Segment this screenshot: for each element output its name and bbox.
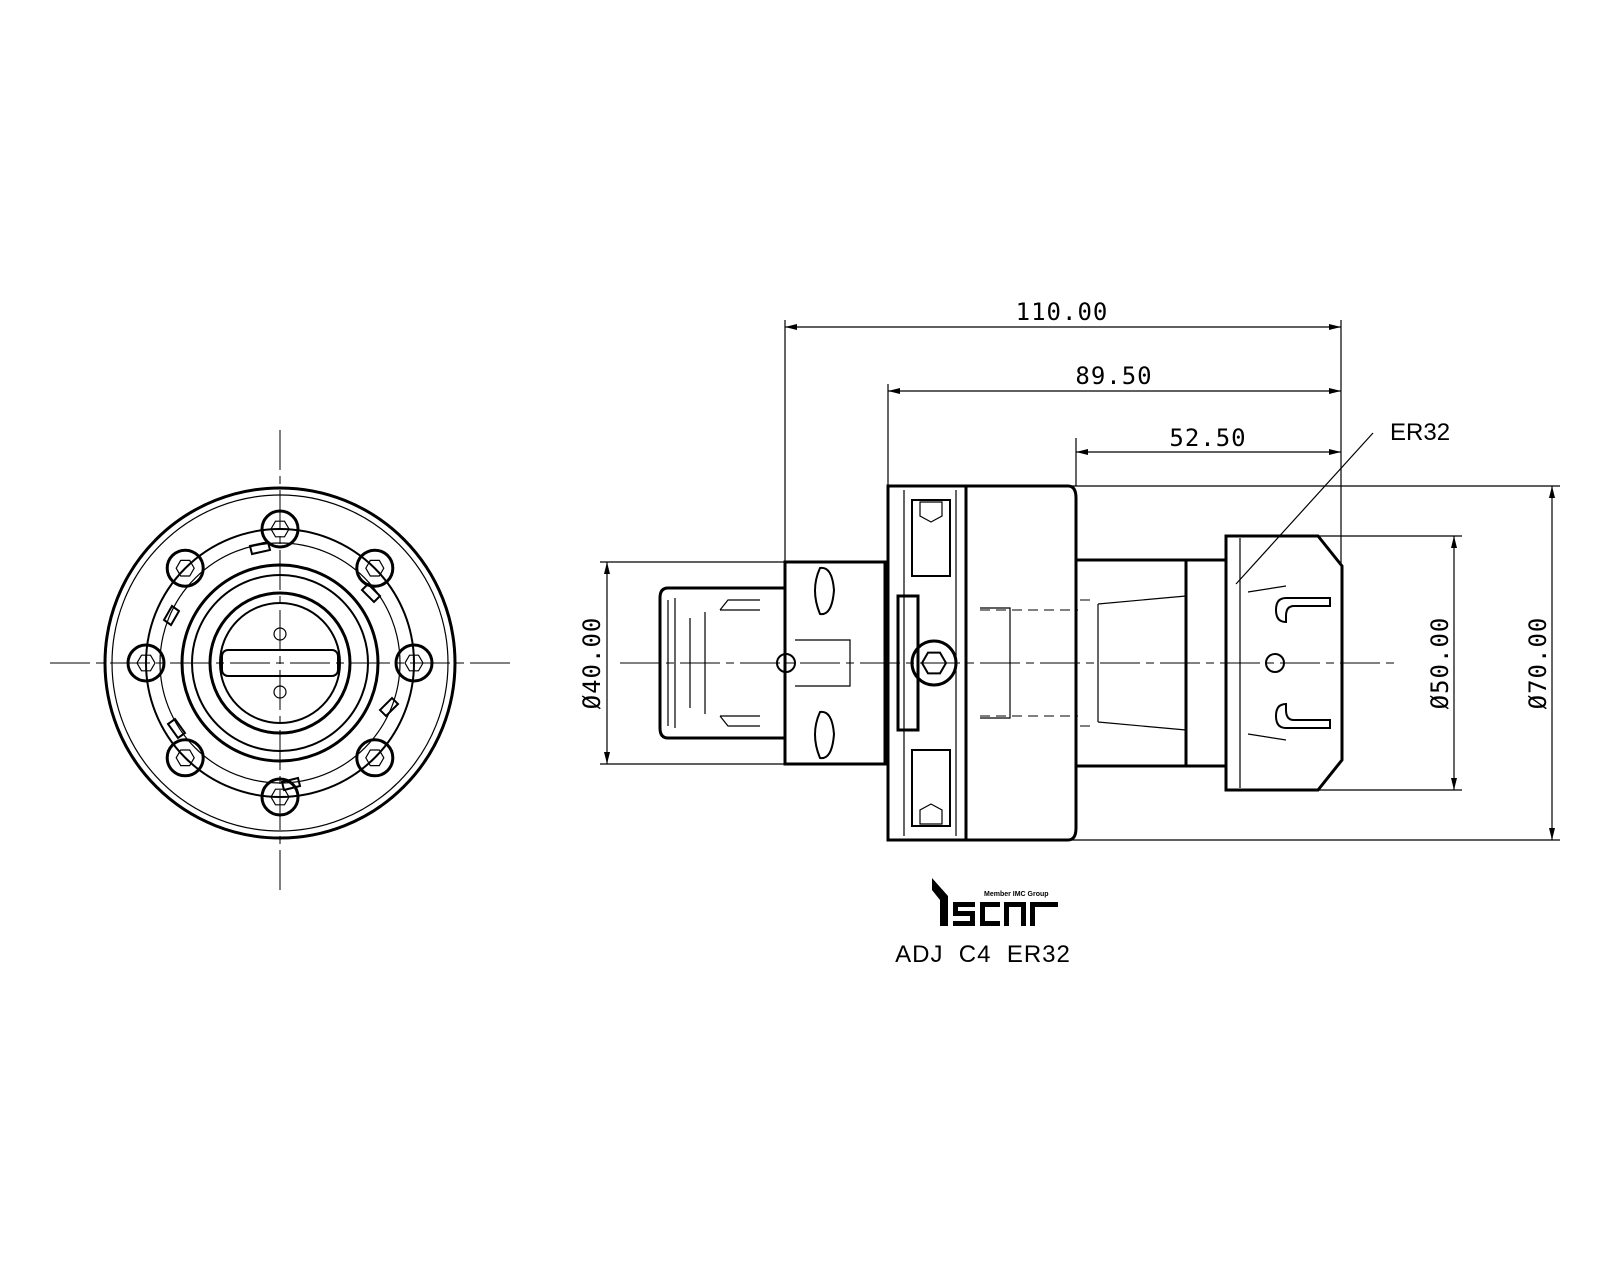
bolt-hole (165, 548, 205, 588)
iscar-logo: Member IMC Group (932, 878, 1058, 926)
logo-mark-i (932, 878, 948, 926)
flange-bolt-bottom (911, 749, 951, 827)
part-code: ADJ C4 ER32 (895, 941, 1071, 968)
adjustment-slot (221, 649, 339, 677)
er32-leader (1235, 432, 1374, 585)
dimensions: 110.00 89.50 52.50 ER32 Ø40.00 Ø50.00 Ø7… (578, 298, 1560, 841)
shank-detail (689, 599, 760, 727)
neck-taper (1097, 595, 1187, 731)
flange-bolt-top (911, 499, 951, 577)
body-hidden-lines (980, 599, 1090, 727)
bore-circle (208, 591, 352, 735)
slot-screw-bottom (273, 685, 287, 699)
body-circle (180, 563, 380, 763)
bolt-hole (394, 643, 434, 683)
flange-bolt-bottom-head (919, 803, 943, 825)
center-screw (910, 639, 958, 687)
nut-detail (1247, 585, 1287, 741)
bolt-hole (355, 738, 395, 778)
side-view (620, 484, 1400, 842)
bolt-hole (165, 738, 205, 778)
logo-tagline: Member IMC Group (984, 891, 1049, 898)
logo-letter-r (1030, 902, 1058, 926)
slot-screw-top (273, 627, 287, 641)
inner-ring-circle (159, 542, 401, 784)
logo-letter-c (980, 902, 1000, 926)
nut-circle (191, 574, 369, 752)
logo-letter-s (953, 902, 975, 926)
wing-top (814, 566, 836, 616)
dim-overall-length: 110.00 (1016, 298, 1109, 326)
bolt-hole (260, 509, 300, 549)
flange-outer-circle (103, 486, 457, 840)
wing-bottom (814, 710, 836, 760)
center-screw-hex (920, 651, 948, 675)
flange-bolt-top-head (919, 501, 943, 523)
dim-shank-diameter: Ø40.00 (578, 617, 606, 710)
bolt-holes (126, 509, 434, 817)
shank (658, 586, 787, 740)
dim-flange-to-end: 89.50 (1075, 362, 1152, 390)
nut-slot-bottom (1274, 702, 1331, 729)
shank-grooves (667, 598, 676, 728)
clamp-tabs (162, 540, 400, 792)
bore-inner-circle (219, 602, 341, 724)
dim-body-diameter: Ø70.00 (1524, 617, 1552, 710)
flange-chamfer-circle (111, 494, 449, 832)
collet-callout: ER32 (1390, 419, 1450, 446)
body-inner (980, 607, 1011, 719)
adapter-screw (776, 653, 796, 673)
nut-slot-top (1274, 597, 1331, 624)
logo-letter-a (1004, 902, 1026, 926)
end-view (50, 430, 512, 895)
adjust-ring (896, 594, 920, 732)
bolt-hole (355, 548, 395, 588)
adapter-inner (795, 639, 851, 687)
bolt-hole (126, 643, 166, 683)
dim-nut-diameter: Ø50.00 (1426, 617, 1454, 710)
nut-pin (1265, 653, 1285, 673)
bolt-circle-ring (145, 528, 415, 798)
dim-body-to-end: 52.50 (1169, 424, 1246, 452)
